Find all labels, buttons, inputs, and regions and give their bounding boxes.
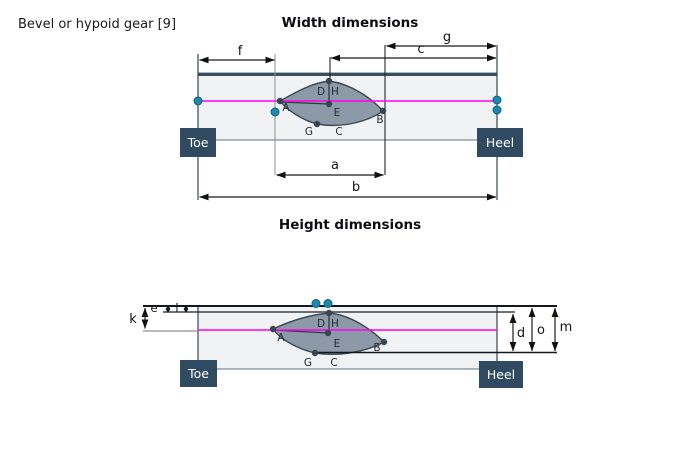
teal-marker-right-lower bbox=[492, 105, 502, 115]
point-dot-dh bbox=[325, 309, 333, 317]
point-label-a: A bbox=[282, 102, 290, 114]
dim-label-o: o bbox=[537, 323, 545, 338]
dim-a: a bbox=[276, 158, 384, 179]
point-label-e: E bbox=[334, 338, 341, 350]
teal-marker-a bbox=[270, 107, 280, 117]
point-label-e: E bbox=[334, 107, 341, 119]
dim-k: k bbox=[129, 307, 149, 329]
dim-label-f: f bbox=[238, 44, 243, 59]
point-label-a: A bbox=[277, 332, 285, 344]
dim-label-b: b bbox=[352, 180, 360, 195]
teal-marker-right-upper bbox=[492, 95, 502, 105]
point-dot-b bbox=[379, 107, 387, 115]
dim-label-c: c bbox=[417, 42, 424, 57]
point-label-b: B bbox=[376, 114, 383, 126]
dim-g: g bbox=[386, 30, 497, 50]
line-a-e bbox=[279, 101, 330, 105]
dim-l: l bbox=[175, 301, 189, 315]
heel-label: Heel bbox=[487, 367, 515, 382]
point-label-d: D bbox=[317, 318, 325, 330]
toe-box: Toe bbox=[180, 128, 216, 157]
point-label-c: C bbox=[335, 126, 342, 138]
dim-label-k: k bbox=[129, 312, 137, 327]
teal-marker-top-right bbox=[323, 299, 333, 308]
toe-label: Toe bbox=[187, 135, 209, 150]
heel-label: Heel bbox=[486, 135, 514, 150]
point-label-g: G bbox=[304, 357, 312, 369]
dim-label-l: l bbox=[175, 301, 178, 315]
dim-label-d: d bbox=[517, 326, 525, 341]
dim-label-e: e bbox=[150, 301, 157, 315]
point-dot-a bbox=[269, 325, 277, 333]
dim-b: b bbox=[199, 180, 497, 201]
point-label-h: H bbox=[331, 318, 339, 330]
dim-d: d bbox=[509, 313, 525, 352]
dim-label-g: g bbox=[443, 30, 451, 45]
heel-box: Heel bbox=[477, 128, 523, 157]
height-diagram: A D H E G C B k e l d o m bbox=[129, 299, 573, 388]
dim-label-a: a bbox=[331, 158, 339, 173]
point-dot-e bbox=[325, 100, 333, 108]
dim-label-m: m bbox=[560, 320, 573, 335]
point-dot-g bbox=[311, 349, 319, 357]
dim-m: m bbox=[551, 307, 573, 352]
point-dot-e bbox=[324, 329, 332, 337]
dim-e: e bbox=[150, 301, 171, 315]
point-label-c: C bbox=[330, 357, 337, 369]
point-dot-dh bbox=[325, 77, 333, 85]
toe-box: Toe bbox=[180, 360, 217, 387]
point-label-h: H bbox=[331, 86, 339, 98]
teal-marker-left bbox=[193, 96, 203, 106]
figure-caption: Bevel or hypoid gear [9] bbox=[18, 17, 176, 32]
width-diagram: A D H E G C B f g c a b Toe bbox=[180, 30, 523, 201]
width-diagram-heading: Width dimensions bbox=[282, 15, 419, 31]
point-dot-g bbox=[313, 120, 321, 128]
point-label-b: B bbox=[373, 342, 380, 354]
dim-c: c bbox=[330, 42, 497, 62]
point-label-g: G bbox=[305, 126, 313, 138]
point-label-d: D bbox=[317, 86, 325, 98]
height-diagram-heading: Height dimensions bbox=[279, 217, 421, 233]
teal-marker-top-left bbox=[311, 299, 321, 308]
toe-label: Toe bbox=[187, 366, 209, 381]
heel-box: Heel bbox=[479, 361, 523, 388]
point-dot-a bbox=[276, 97, 284, 105]
dim-o: o bbox=[528, 307, 545, 352]
point-dot-b bbox=[380, 338, 388, 346]
dim-f: f bbox=[199, 44, 275, 64]
